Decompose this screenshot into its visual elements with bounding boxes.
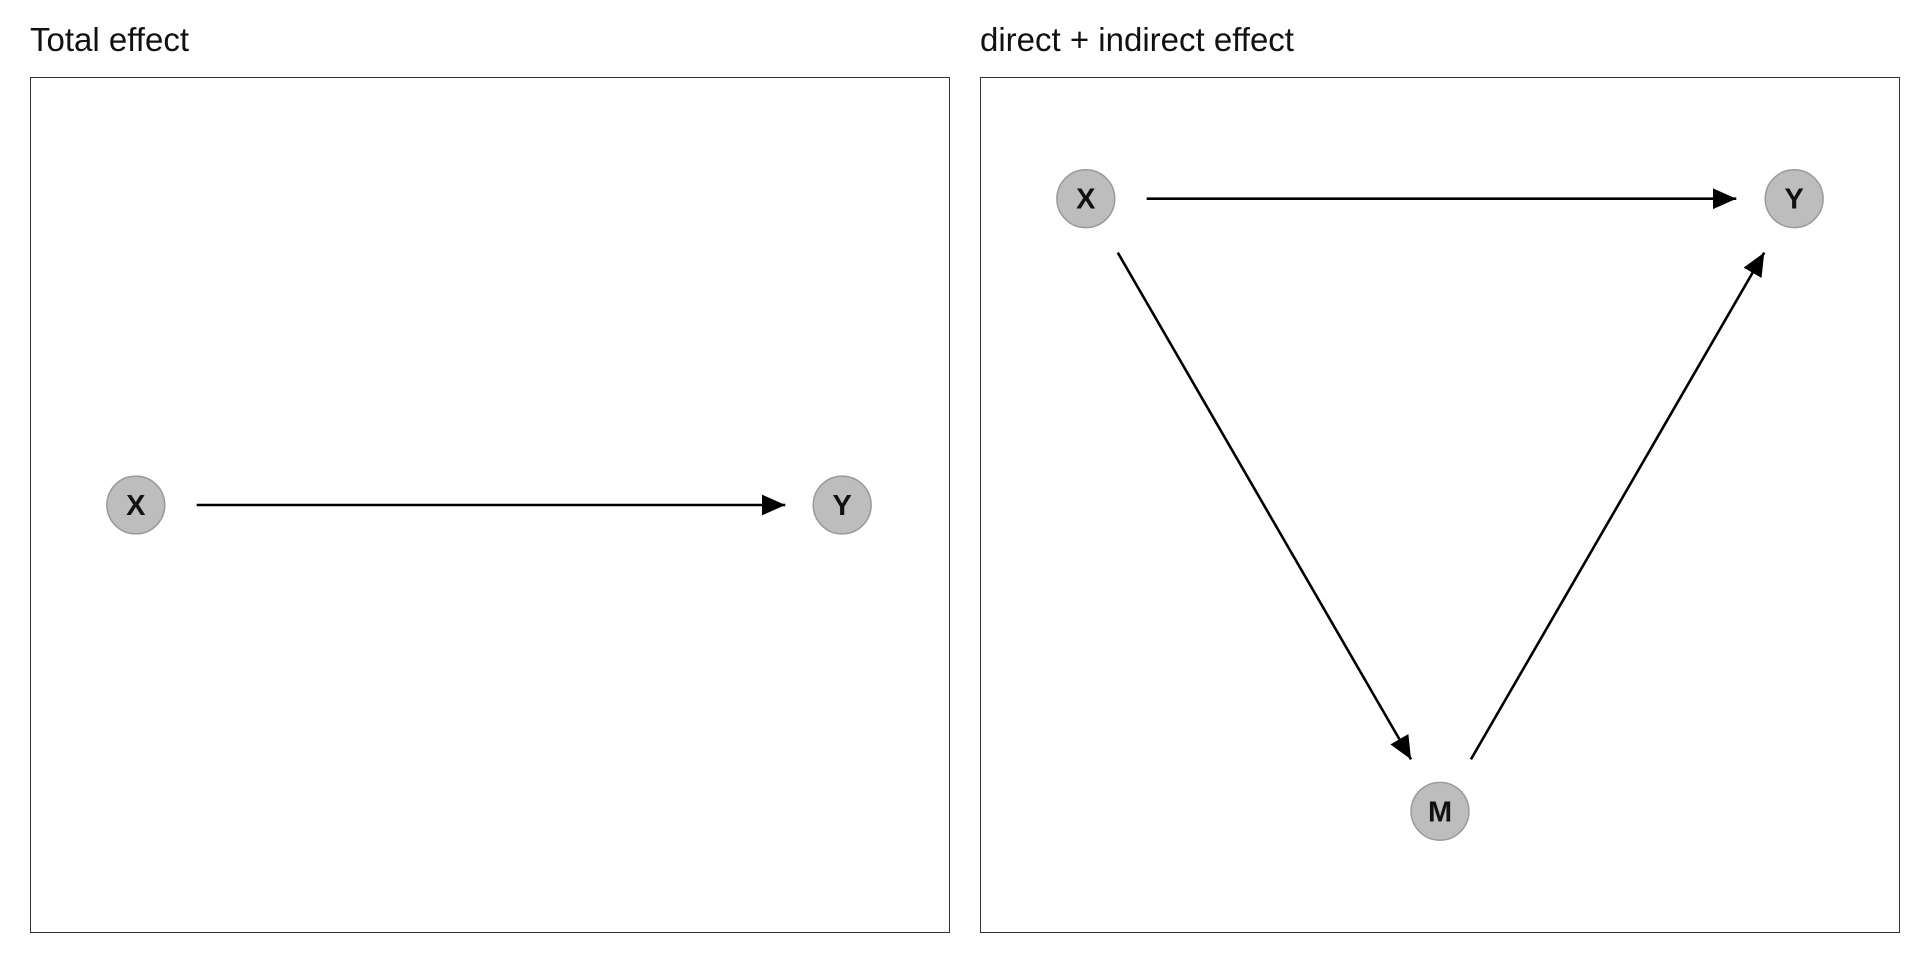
- node-m-label: M: [1428, 796, 1452, 828]
- node-x-label: X: [126, 490, 146, 522]
- node-x: X: [106, 475, 166, 535]
- node-y-label: Y: [833, 490, 852, 522]
- edge-x-to-m: [1116, 251, 1413, 761]
- direct-indirect-effect-panel: X Y M: [980, 77, 1900, 933]
- node-x-label: X: [1076, 184, 1096, 216]
- node-x: X: [1056, 169, 1116, 229]
- node-y-label: Y: [1785, 184, 1804, 216]
- total-effect-panel: X Y: [30, 77, 950, 933]
- mediation-diagram: X Y M: [1056, 169, 1824, 841]
- node-m: M: [1410, 781, 1470, 841]
- node-y: Y: [1764, 169, 1824, 229]
- panel-title-direct-indirect-effect: direct + indirect effect: [980, 21, 1294, 58]
- panel-title-total-effect: Total effect: [30, 21, 189, 58]
- node-y: Y: [812, 475, 872, 535]
- total-effect-diagram: X Y: [106, 475, 872, 535]
- edge-m-to-y: [1469, 251, 1766, 761]
